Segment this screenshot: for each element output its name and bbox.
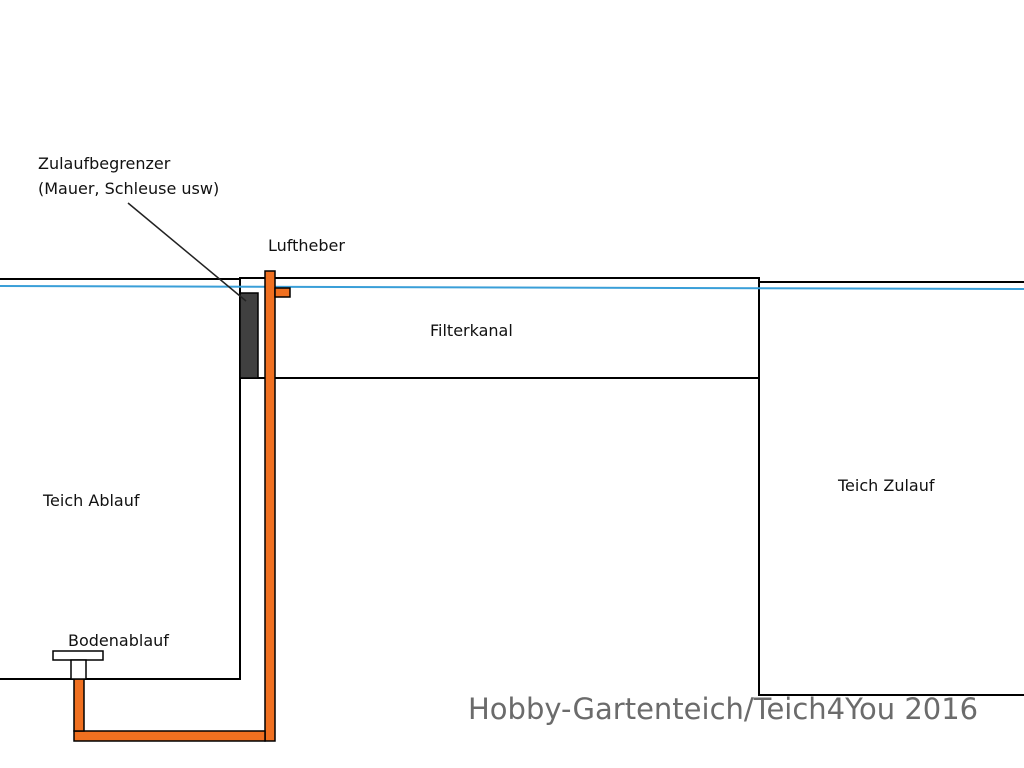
watermark: Hobby-Gartenteich/Teich4You 2016 [468,692,979,726]
limiter-leader-line [127,202,247,302]
bottom-drain-neck [70,659,87,680]
pond-inlet-label: Teich Zulauf [838,476,935,495]
airlift-outlet [274,287,291,298]
right-pond-outline [758,378,1024,696]
left-pond-outline [0,278,241,680]
limiter-label-line1: Zulaufbegrenzer [38,154,171,173]
limiter-label-line2: (Mauer, Schleuse usw) [38,179,220,198]
filter-channel-label: Filterkanal [430,321,513,340]
bottom-drain-label: Bodenablauf [68,631,169,650]
inlet-limiter-wall [239,292,259,379]
water-line [0,285,1024,290]
airlift-pipe [264,270,276,742]
drain-riser-pipe [73,678,85,732]
airlift-label: Luftheber [268,236,345,255]
bottom-pipe [73,730,266,742]
pond-outlet-label: Teich Ablauf [43,491,140,510]
